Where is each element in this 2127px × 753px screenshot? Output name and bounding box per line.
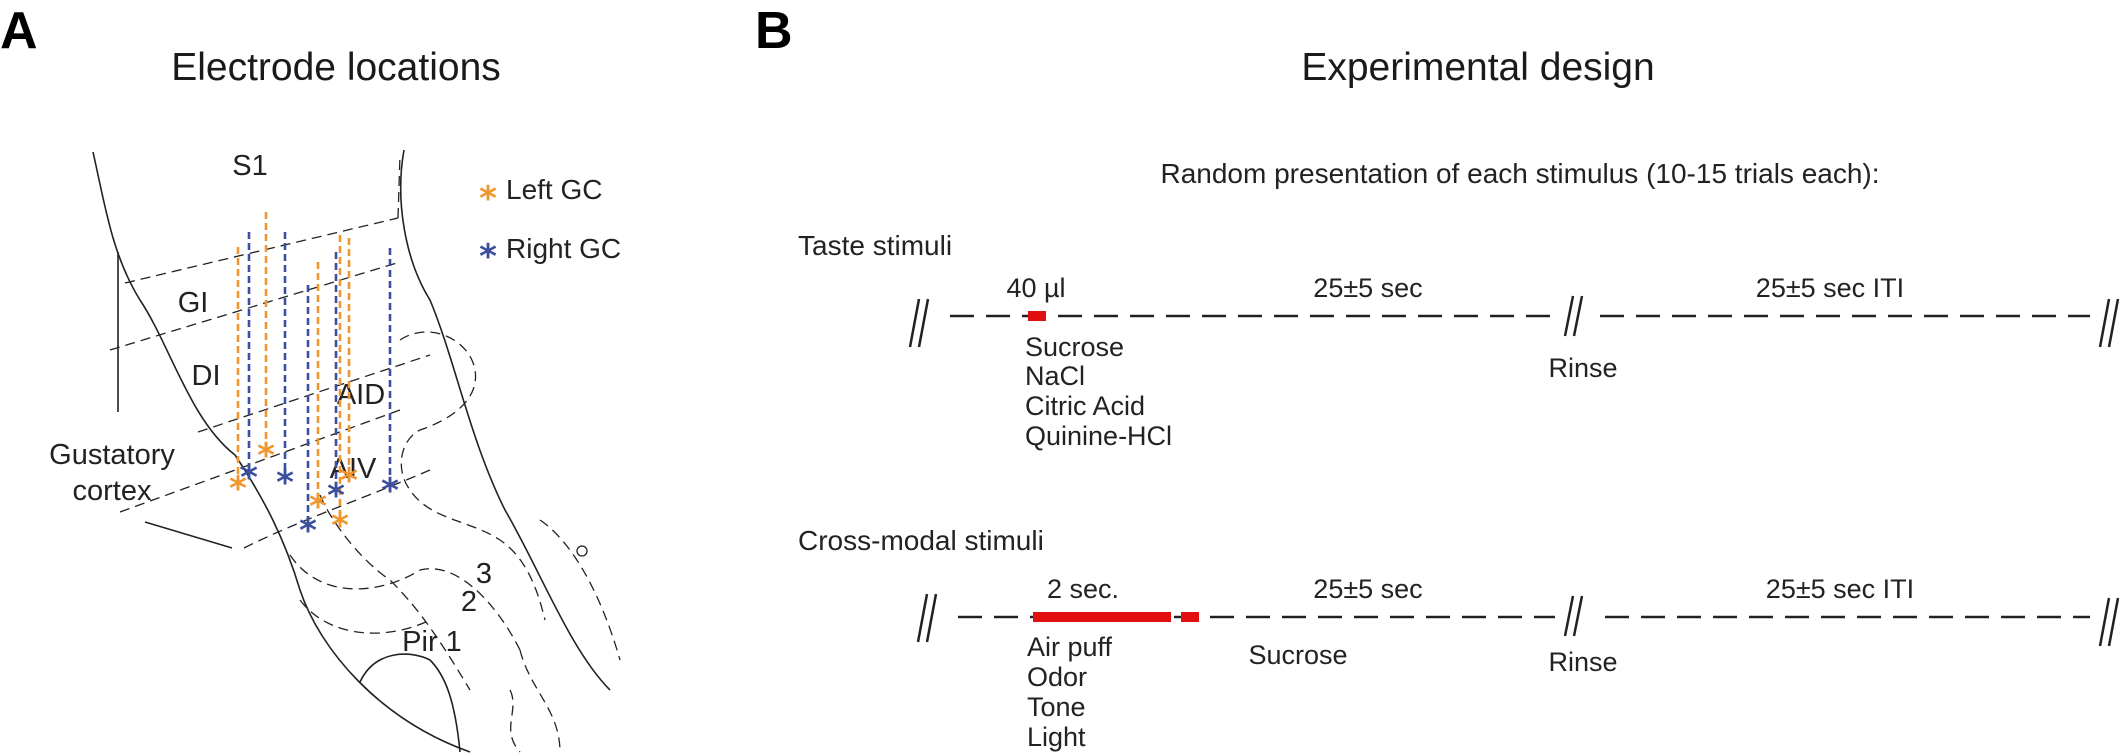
crossmodal-duration-label: 2 sec. [1047, 574, 1119, 604]
electrode-tracks-left [236, 212, 351, 515]
break-mark-mid [1563, 595, 1584, 637]
break-mark-start [916, 593, 938, 643]
crossmodal-timeline [916, 593, 2120, 647]
region-label-s1: S1 [232, 150, 267, 182]
gustatory-label-line2: cortex [73, 475, 152, 507]
region-label-aiv: AIV [330, 453, 377, 485]
taste-heading: Taste stimuli [798, 230, 952, 261]
brain-section-outline [92, 149, 611, 753]
taste-volume-label: 40 µl [1006, 273, 1065, 303]
left-gc-tip-marker: * [340, 461, 358, 501]
break-mark-mid [1563, 295, 1584, 337]
taste-stimulus-item: Citric Acid [1025, 391, 1145, 421]
electrode-tips-right: * * * * * [240, 458, 399, 551]
crossmodal-stimulus-list: Air puff Odor Tone Light [1027, 632, 1113, 752]
crossmodal-stimulus-bar [1033, 612, 1171, 622]
break-mark-end [2098, 597, 2120, 647]
left-gc-tip-marker: * [309, 487, 327, 527]
crossmodal-sucrose-bar [1181, 612, 1199, 622]
taste-stimulus-item: Quinine-HCl [1025, 421, 1172, 451]
crossmodal-stimulus-item: Odor [1027, 662, 1087, 692]
panel-b-letter: B [755, 2, 793, 60]
electrode-tips-left: * * * * * [229, 436, 358, 546]
left-gc-tip-marker: * [229, 469, 247, 509]
left-gc-legend-symbol: * [479, 179, 497, 219]
break-mark-start [908, 298, 930, 348]
region-label-layer3: 3 [476, 558, 492, 590]
right-gc-tip-marker: * [299, 511, 317, 551]
region-label-aid: AID [337, 379, 385, 411]
panel-b-subtitle: Random presentation of each stimulus (10… [1160, 158, 1879, 189]
left-gc-tip-marker: * [331, 506, 349, 546]
small-circle-marker [576, 545, 588, 557]
taste-timeline [908, 295, 2120, 348]
break-mark-end [2098, 298, 2120, 348]
right-gc-tip-marker: * [240, 458, 258, 498]
right-gc-legend-label: Right GC [506, 233, 621, 264]
gustatory-label-line1: Gustatory [49, 439, 175, 471]
legend: * Left GC * Right GC [479, 174, 621, 277]
right-gc-legend-symbol: * [479, 237, 497, 277]
crossmodal-rinse-label: Rinse [1548, 647, 1617, 677]
electrode-tracks-right [247, 232, 392, 520]
taste-iti-label: 25±5 sec ITI [1756, 273, 1904, 303]
taste-stimulus-item: NaCl [1025, 361, 1085, 391]
panel-a-letter: A [0, 2, 38, 60]
crossmodal-stimulus-item: Light [1027, 722, 1086, 752]
right-gc-tip-marker: * [327, 476, 345, 516]
taste-stimulus-bar [1028, 311, 1046, 321]
right-gc-tip-marker: * [276, 463, 294, 503]
taste-delay-label: 25±5 sec [1313, 273, 1422, 303]
right-gc-tip-marker: * [381, 471, 399, 511]
region-label-pir1: Pir 1 [402, 626, 462, 658]
region-boundaries [109, 154, 621, 753]
taste-stimulus-list: Sucrose NaCl Citric Acid Quinine-HCl [1025, 332, 1172, 451]
crossmodal-stimulus-item: Tone [1027, 692, 1086, 722]
region-label-di: DI [192, 360, 221, 392]
left-gc-tip-marker: * [257, 436, 275, 476]
region-label-layer2: 2 [461, 586, 477, 618]
taste-stimulus-item: Sucrose [1025, 332, 1124, 362]
panel-b-title: Experimental design [1301, 46, 1654, 89]
crossmodal-stimulus-item: Air puff [1027, 632, 1113, 662]
panel-a-title: Electrode locations [171, 46, 501, 89]
crossmodal-heading: Cross-modal stimuli [798, 525, 1044, 556]
left-gc-legend-label: Left GC [506, 174, 602, 205]
region-label-gi: GI [178, 287, 209, 319]
taste-rinse-label: Rinse [1548, 353, 1617, 383]
crossmodal-sucrose-label: Sucrose [1248, 640, 1347, 670]
crossmodal-delay-label: 25±5 sec [1313, 574, 1422, 604]
crossmodal-iti-label: 25±5 sec ITI [1766, 574, 1914, 604]
